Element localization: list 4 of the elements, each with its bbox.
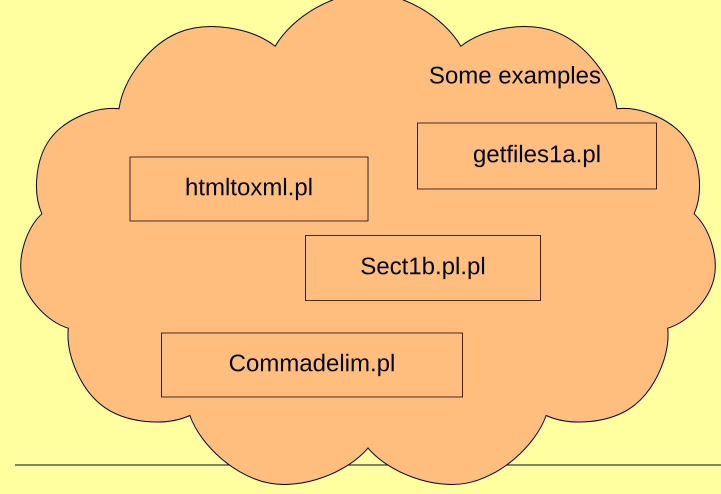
file-box: Sect1b.pl.pl xyxy=(305,235,541,301)
file-box: htmltoxml.pl xyxy=(130,156,368,222)
file-box: Commadelim.pl xyxy=(161,332,463,398)
file-box: getfiles1a.pl xyxy=(417,122,657,190)
